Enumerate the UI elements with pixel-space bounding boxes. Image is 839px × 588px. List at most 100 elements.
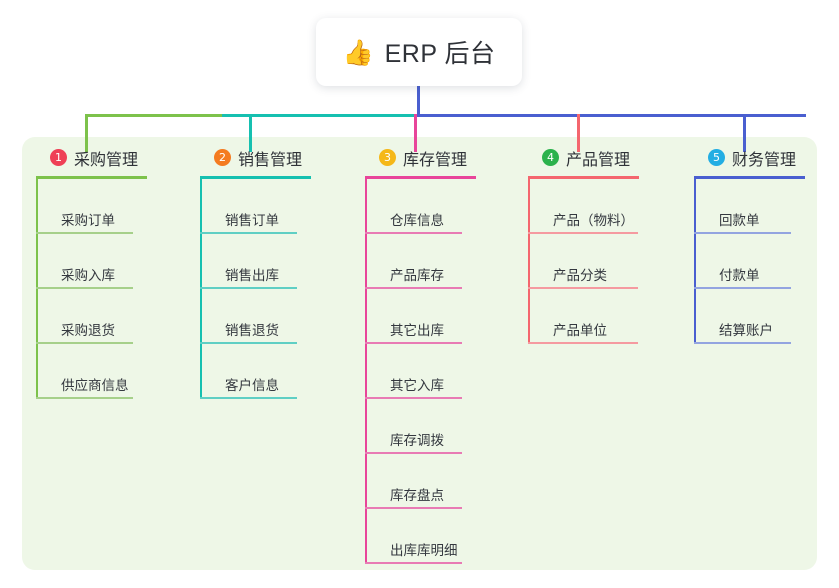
- leaf-label: 产品分类: [553, 267, 607, 283]
- branch-title: 库存管理: [403, 151, 468, 169]
- branch-underline: [694, 176, 805, 179]
- connector-drop-sales: [249, 114, 252, 152]
- leaf-item[interactable]: 付款单: [694, 234, 805, 289]
- branch-spine: [200, 179, 202, 399]
- branch-purchasing[interactable]: 1 采购管理采购订单采购入库采购退货供应商信息: [36, 146, 147, 399]
- leaf-label: 销售退货: [225, 322, 279, 338]
- leaf-label: 销售出库: [225, 267, 279, 283]
- leaf-label: 库存调拨: [390, 432, 444, 448]
- leaf-item[interactable]: 采购入库: [36, 234, 147, 289]
- leaf-label: 回款单: [719, 212, 760, 228]
- leaf-item[interactable]: 产品单位: [528, 289, 639, 344]
- connector-drop-inventory: [414, 114, 417, 152]
- leaf-item[interactable]: 仓库信息: [365, 179, 476, 234]
- branch-spine: [528, 179, 530, 344]
- connector-drop-purchasing: [85, 114, 88, 152]
- leaf-label: 产品库存: [390, 267, 444, 283]
- leaf-item[interactable]: 销售退货: [200, 289, 311, 344]
- branch-inventory[interactable]: 3 库存管理仓库信息产品库存其它出库其它入库库存调拨库存盘点出库库明细: [365, 146, 476, 564]
- leaf-label: 客户信息: [225, 377, 279, 393]
- leaf-underline: [365, 342, 462, 344]
- branch-leaf-list: 仓库信息产品库存其它出库其它入库库存调拨库存盘点出库库明细: [365, 179, 476, 564]
- leaf-underline: [365, 287, 462, 289]
- branch-leaf-list: 回款单付款单结算账户: [694, 179, 805, 344]
- branch-spine: [36, 179, 38, 399]
- leaf-label: 采购订单: [61, 212, 115, 228]
- leaf-underline: [365, 452, 462, 454]
- leaf-item[interactable]: 产品（物料）: [528, 179, 639, 234]
- branch-underline: [200, 176, 311, 179]
- thumbs-up-icon: 👍: [342, 37, 374, 67]
- leaf-label: 销售订单: [225, 212, 279, 228]
- leaf-item[interactable]: 其它入库: [365, 344, 476, 399]
- leaf-item[interactable]: 结算账户: [694, 289, 805, 344]
- branch-title: 采购管理: [74, 151, 139, 169]
- connector-root-stem: [417, 86, 420, 115]
- leaf-underline: [694, 342, 791, 344]
- leaf-item[interactable]: 库存调拨: [365, 399, 476, 454]
- leaf-underline: [36, 397, 133, 399]
- leaf-underline: [365, 507, 462, 509]
- leaf-item[interactable]: 出库库明细: [365, 509, 476, 564]
- leaf-item[interactable]: 采购退货: [36, 289, 147, 344]
- leaf-item[interactable]: 销售订单: [200, 179, 311, 234]
- root-node[interactable]: 👍 ERP 后台: [316, 18, 522, 86]
- leaf-underline: [200, 232, 297, 234]
- leaf-label: 结算账户: [719, 322, 773, 338]
- leaf-item[interactable]: 客户信息: [200, 344, 311, 399]
- leaf-underline: [528, 232, 638, 234]
- branch-leaf-list: 产品（物料） 产品分类产品单位: [528, 179, 639, 344]
- leaf-item[interactable]: 其它出库: [365, 289, 476, 344]
- leaf-label: 付款单: [719, 267, 760, 283]
- leaf-underline: [36, 342, 133, 344]
- leaf-underline: [200, 287, 297, 289]
- branch-header-product[interactable]: 4 产品管理: [528, 146, 639, 169]
- leaf-item[interactable]: 销售出库: [200, 234, 311, 289]
- connector-drop-finance: [743, 114, 746, 152]
- branch-leaf-list: 采购订单采购入库采购退货供应商信息: [36, 179, 147, 399]
- leaf-underline: [200, 342, 297, 344]
- leaf-underline: [200, 397, 297, 399]
- connector-drop-product: [577, 114, 580, 152]
- branch-spine: [365, 179, 367, 564]
- leaf-label: 其它出库: [390, 322, 444, 338]
- leaf-label: 仓库信息: [390, 212, 444, 228]
- leaf-item[interactable]: 采购订单: [36, 179, 147, 234]
- leaf-underline: [36, 287, 133, 289]
- leaf-item[interactable]: 供应商信息: [36, 344, 147, 399]
- branch-title: 产品管理: [566, 151, 631, 169]
- branch-number-badge: 3: [379, 149, 396, 166]
- leaf-label: 产品单位: [553, 322, 607, 338]
- branch-leaf-list: 销售订单销售出库销售退货客户信息: [200, 179, 311, 399]
- branch-number-badge: 1: [50, 149, 67, 166]
- branch-product[interactable]: 4 产品管理产品（物料） 产品分类产品单位: [528, 146, 639, 344]
- connector-bus-teal: [222, 114, 417, 117]
- leaf-underline: [528, 342, 638, 344]
- leaf-label: 采购入库: [61, 267, 115, 283]
- connector-bus-green: [85, 114, 222, 117]
- leaf-item[interactable]: 库存盘点: [365, 454, 476, 509]
- connector-bus-blue: [417, 114, 806, 117]
- leaf-underline: [36, 232, 133, 234]
- leaf-label: 产品（物料）: [553, 212, 634, 228]
- branch-underline: [528, 176, 639, 179]
- leaf-label: 出库库明细: [390, 542, 458, 558]
- branch-header-inventory[interactable]: 3 库存管理: [365, 146, 476, 169]
- leaf-item[interactable]: 回款单: [694, 179, 805, 234]
- branch-number-badge: 2: [214, 149, 231, 166]
- root-node-title: ERP 后台: [384, 40, 496, 68]
- branch-underline: [365, 176, 476, 179]
- leaf-underline: [365, 397, 462, 399]
- branch-title: 财务管理: [732, 151, 797, 169]
- diagram-background-panel: [22, 137, 817, 570]
- leaf-item[interactable]: 产品分类: [528, 234, 639, 289]
- leaf-item[interactable]: 产品库存: [365, 234, 476, 289]
- leaf-underline: [365, 562, 462, 564]
- branch-number-badge: 4: [542, 149, 559, 166]
- branch-header-purchasing[interactable]: 1 采购管理: [36, 146, 147, 169]
